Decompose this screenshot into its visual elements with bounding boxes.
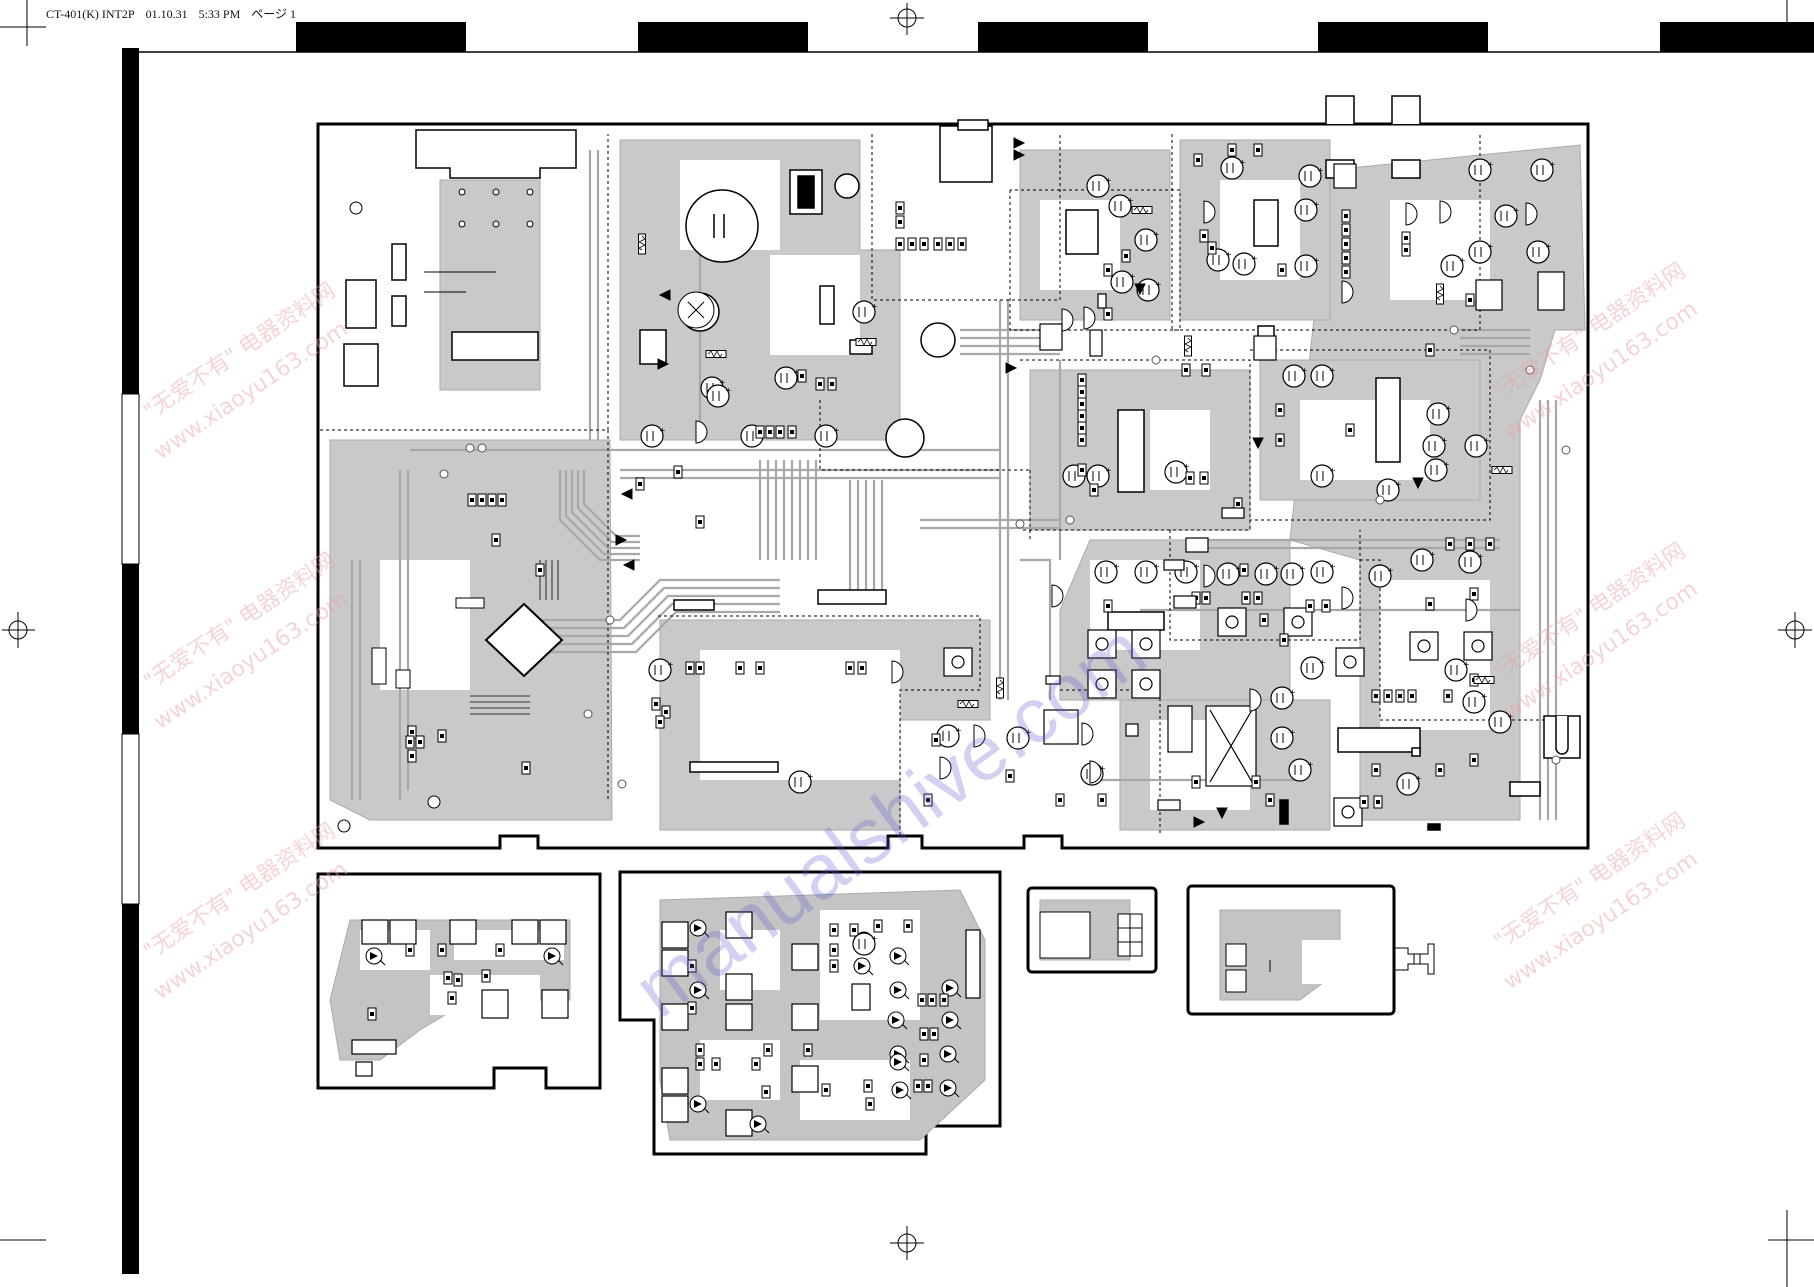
print-date: 01.10.31 [145, 7, 188, 21]
diodes [615, 137, 1424, 828]
sub-board-4-jack [1186, 884, 1435, 1016]
sub-board-3 [1026, 886, 1158, 974]
document-id: CT-401(K) INT2P [46, 7, 135, 21]
main-pcb-board [316, 95, 1590, 850]
top-crop-bars [122, 22, 1814, 53]
microcontroller-qfp [371, 560, 564, 715]
print-header: CT-401(K) INT2P 01.10.31 5:33 PM ページ 1 [46, 5, 304, 22]
print-time: 5:33 PM [198, 7, 241, 21]
bridge-rectifier [677, 291, 715, 329]
left-crop-bars [121, 48, 140, 1274]
sub-board-1 [316, 872, 602, 1090]
page-label: ページ 1 [251, 7, 297, 21]
sub-board-2 [618, 870, 1002, 1156]
